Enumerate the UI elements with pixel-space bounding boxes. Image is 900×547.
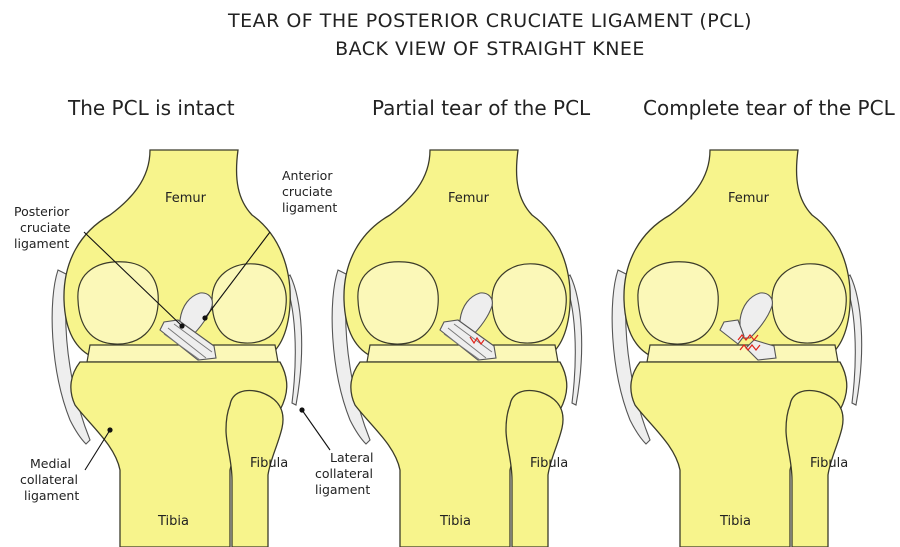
acl-callout-line-1: Anterior [282, 168, 333, 183]
fibula-label-2: Fibula [530, 456, 568, 471]
knee-intact [52, 150, 302, 547]
tibia-label-3: Tibia [719, 514, 751, 529]
acl-callout-line-2: cruciate [282, 184, 333, 199]
fibula-label-3: Fibula [810, 456, 848, 471]
acl-callout-line-3: ligament [282, 200, 337, 215]
mcl-callout-line-3: ligament [24, 488, 79, 503]
pcl-callout-line-3: ligament [14, 236, 69, 251]
lcl-callout-line-3: ligament [315, 482, 370, 497]
femur-label-1: Femur [165, 191, 207, 206]
lcl-callout-line-2: collateral [315, 466, 373, 481]
femur-label-3: Femur [728, 191, 770, 206]
mcl-callout-line-1: Medial [30, 456, 71, 471]
pcl-callout-line-1: Posterior [14, 204, 70, 219]
pcl-callout-line-2: cruciate [20, 220, 71, 235]
fibula-label-1: Fibula [250, 456, 288, 471]
tibia-label-2: Tibia [439, 514, 471, 529]
mcl-callout-line-2: collateral [20, 472, 78, 487]
lcl-callout-line-1: Lateral [330, 450, 374, 465]
tibia-label-1: Tibia [157, 514, 189, 529]
knee-complete-tear [612, 150, 862, 547]
femur-label-2: Femur [448, 191, 490, 206]
